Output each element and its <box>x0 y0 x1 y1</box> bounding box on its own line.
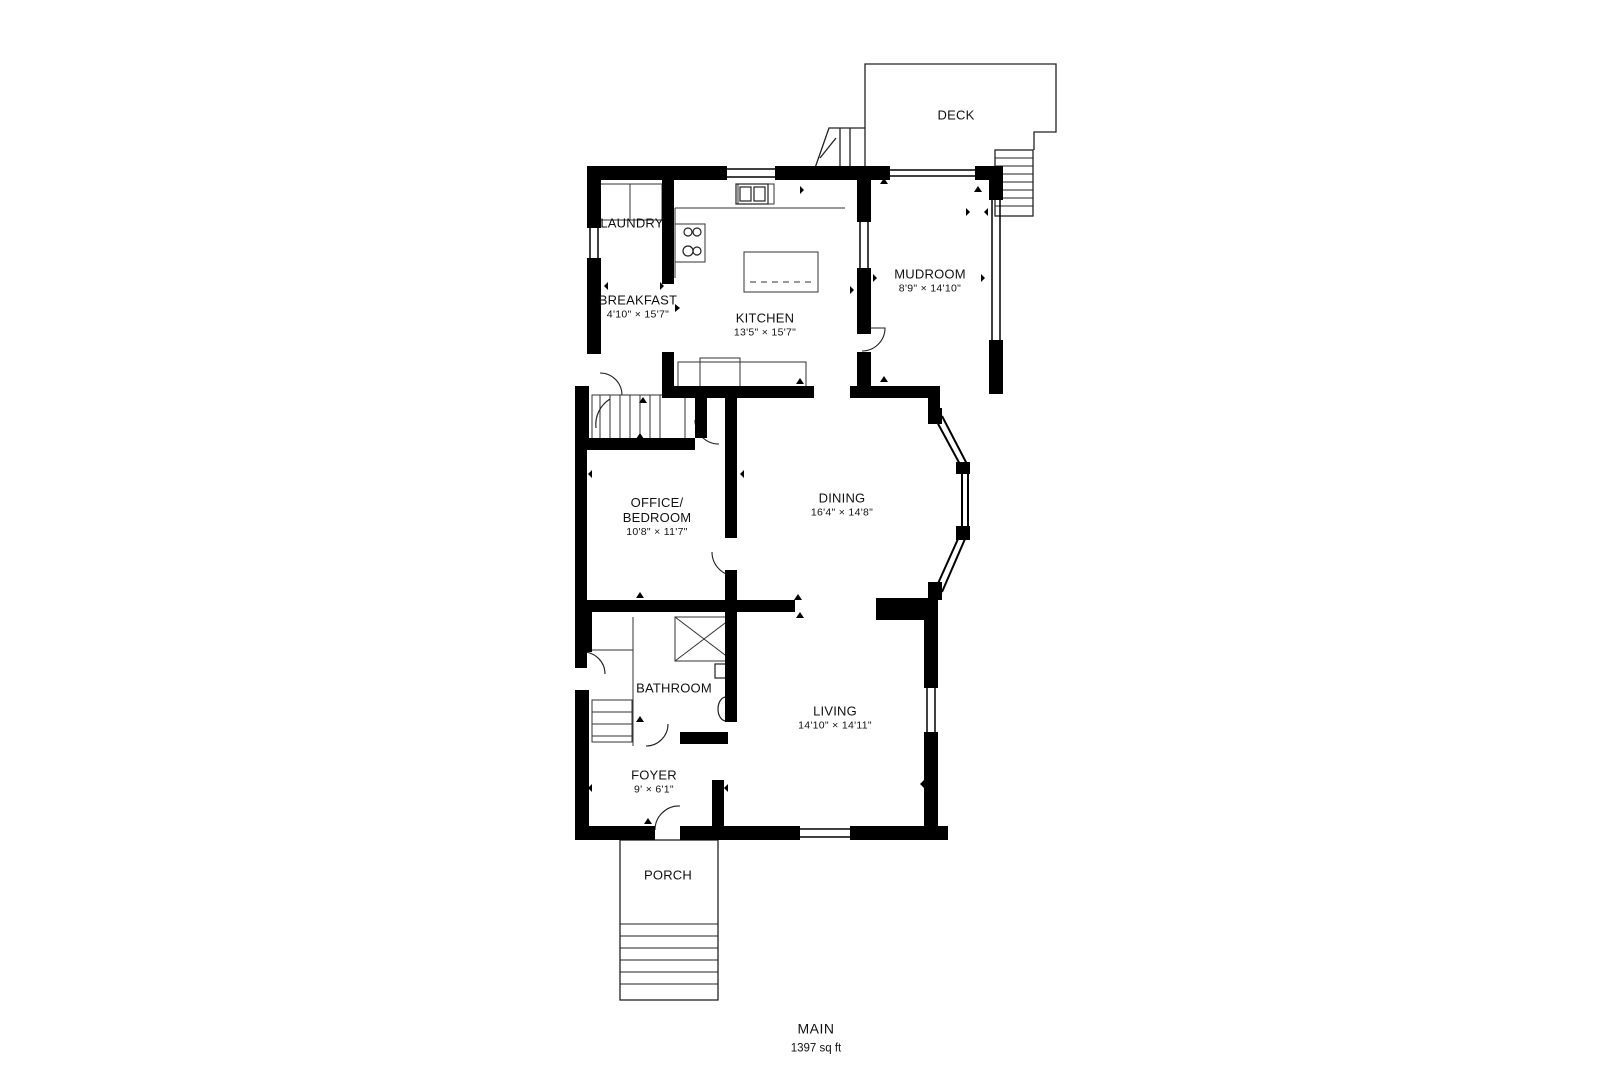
foyer-room-label: FOYER 9' × 6'1" <box>631 767 677 796</box>
laundry-label: LAUNDRY <box>600 215 664 231</box>
wall-markers <box>588 172 988 824</box>
office-name: OFFICE/ <box>630 495 684 511</box>
kitchen-room-label: KITCHEN 13'5" × 15'7" <box>733 310 797 339</box>
windows <box>577 168 1001 838</box>
dining-room-label: DINING 16'4" × 14'8" <box>810 490 874 519</box>
mudroom-dims: 8'9" × 14'10" <box>898 282 962 295</box>
kitchen-dims: 13'5" × 15'7" <box>733 326 797 339</box>
kitchen-name: KITCHEN <box>735 310 795 326</box>
office-room-label: OFFICE/ BEDROOM 10'8" × 11'7" <box>622 495 692 538</box>
office-name-2: BEDROOM <box>622 509 692 525</box>
bathroom-label: BATHROOM <box>636 680 712 696</box>
deck-label: DECK <box>937 107 975 123</box>
living-dims: 14'10" × 14'11" <box>798 719 872 732</box>
floor-title: MAIN <box>797 1020 835 1037</box>
dining-dims: 16'4" × 14'8" <box>810 506 874 519</box>
mudroom-name: MUDROOM <box>894 266 966 282</box>
floor-area: 1397 sq ft <box>790 1042 842 1055</box>
breakfast-dims: 4'10" × 15'7" <box>606 308 670 321</box>
office-dims: 10'8" × 11'7" <box>626 525 688 538</box>
foyer-dims: 9' × 6'1" <box>634 783 674 796</box>
interior-lines <box>590 183 845 746</box>
fixtures <box>595 183 769 722</box>
living-name: LIVING <box>813 703 857 719</box>
deck-area <box>814 63 1057 217</box>
living-room-label: LIVING 14'10" × 14'11" <box>798 703 872 732</box>
bay-window <box>935 415 969 593</box>
breakfast-name: BREAKFAST <box>598 292 678 308</box>
floor-caption: MAIN 1397 sq ft <box>791 1020 842 1055</box>
porch-label: PORCH <box>644 867 692 883</box>
bay-posts <box>928 408 970 600</box>
mudroom-room-label: MUDROOM 8'9" × 14'10" <box>894 266 966 295</box>
porch-area <box>619 839 719 1001</box>
foyer-name: FOYER <box>631 767 677 783</box>
dining-name: DINING <box>818 490 866 506</box>
breakfast-room-label: BREAKFAST 4'10" × 15'7" <box>598 292 678 321</box>
